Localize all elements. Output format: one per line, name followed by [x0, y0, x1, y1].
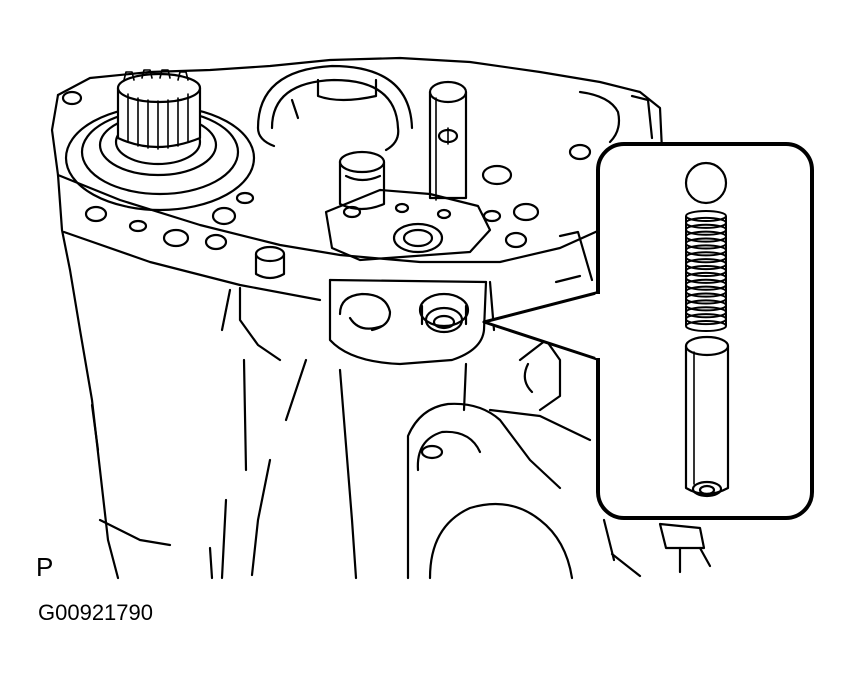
- gear-drum: [256, 64, 414, 152]
- shift-rod: [428, 80, 468, 201]
- detent-boss: [338, 150, 386, 211]
- detent-ball-hole: [418, 292, 470, 334]
- detent-plunger: [684, 335, 730, 498]
- view-label: P: [36, 552, 54, 582]
- callout-inset: [595, 142, 814, 520]
- output-shaft: [64, 69, 256, 212]
- detent-ball: [684, 161, 728, 205]
- extension-housing: [406, 230, 712, 580]
- transmission-case: [50, 56, 664, 580]
- lower-housing: [90, 278, 496, 580]
- detent-spring: [685, 210, 727, 332]
- figure-id: G00921790: [38, 600, 153, 625]
- callout-pointer: [482, 290, 602, 362]
- detent-plate: [254, 188, 492, 280]
